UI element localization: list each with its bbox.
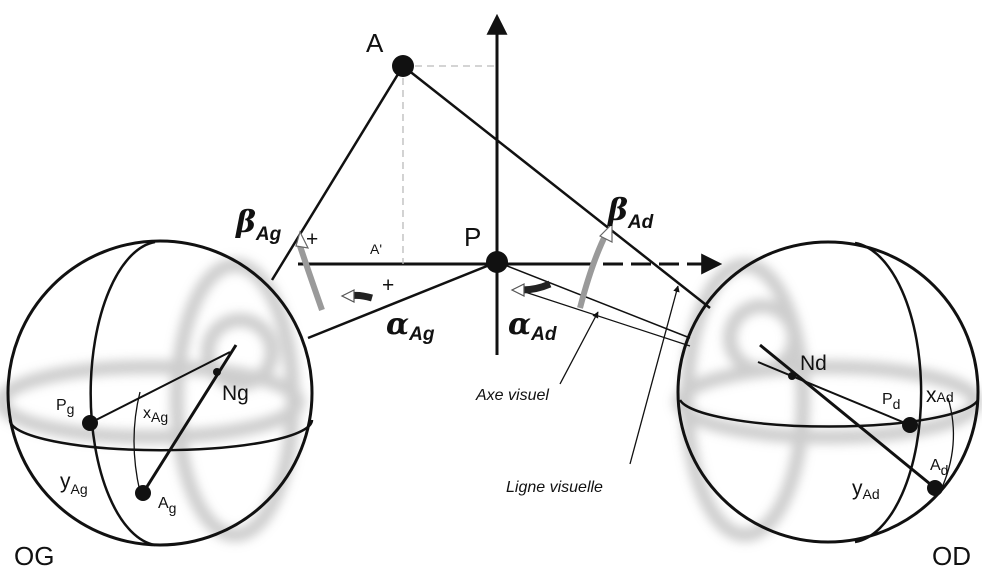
right-eye bbox=[673, 240, 982, 544]
left-eye-meridian bbox=[89, 240, 156, 547]
point-a bbox=[392, 55, 414, 77]
beta-right-arrowhead bbox=[598, 222, 613, 243]
line-p-to-left bbox=[307, 260, 498, 340]
label-a-d: Ad bbox=[930, 457, 948, 478]
label-nd: Nd bbox=[800, 352, 827, 375]
beta-left-label: βAg bbox=[235, 205, 282, 245]
left-eye-equator bbox=[8, 419, 314, 452]
label-a: A bbox=[366, 28, 384, 58]
left-eye-shadow bbox=[0, 258, 305, 542]
label-a-g: Ag bbox=[158, 495, 176, 516]
label-ligne-visuelle: Ligne visuelle bbox=[506, 479, 603, 496]
right-y-arc bbox=[939, 397, 955, 493]
line-p-to-right bbox=[496, 261, 691, 339]
label-pg: Pg bbox=[56, 397, 74, 417]
alpha-right-label: αAd bbox=[508, 307, 557, 345]
left-image-point bbox=[135, 485, 151, 501]
ligne-visuelle-pointer bbox=[629, 285, 680, 465]
left-eye bbox=[0, 239, 314, 547]
left-eye-sphere bbox=[6, 239, 314, 547]
left-pupil-point bbox=[82, 415, 98, 431]
beta-left-arc bbox=[297, 245, 325, 311]
label-ng: Ng bbox=[222, 382, 249, 405]
alpha-right-arc bbox=[521, 280, 552, 294]
right-eye-meridian bbox=[854, 241, 923, 544]
plus-beta-left: + bbox=[306, 228, 318, 251]
right-node-point bbox=[788, 372, 796, 380]
right-image-point bbox=[927, 480, 943, 496]
alpha-left-label: αAg bbox=[386, 307, 435, 345]
left-pupil-line bbox=[89, 351, 231, 424]
right-eye-shadow bbox=[673, 258, 982, 542]
label-od: OD bbox=[932, 541, 971, 571]
line-a-to-left bbox=[270, 65, 405, 281]
axe-visuel-pointer bbox=[559, 311, 599, 385]
right-image-ray bbox=[759, 343, 936, 490]
label-axe-visuel: Axe visuel bbox=[475, 387, 549, 404]
label-a-prime: A' bbox=[370, 241, 382, 257]
right-pupil-line bbox=[757, 361, 911, 426]
left-node-point bbox=[213, 368, 221, 376]
left-y-arc bbox=[133, 391, 141, 493]
beta-left-arrowhead bbox=[295, 230, 310, 249]
label-og: OG bbox=[14, 541, 54, 571]
label-x-ag: xAg bbox=[143, 405, 168, 425]
alpha-right-arrowhead bbox=[510, 283, 525, 297]
right-eye-equator bbox=[678, 399, 980, 428]
label-y-ag: yAg bbox=[60, 470, 88, 497]
label-pd: Pd bbox=[882, 391, 900, 412]
left-image-ray bbox=[141, 344, 238, 494]
point-p bbox=[486, 251, 508, 273]
visual-axis-line bbox=[524, 291, 691, 347]
label-x-ad: xAd bbox=[926, 384, 954, 407]
label-p: P bbox=[464, 222, 481, 252]
label-y-ad: yAd bbox=[852, 477, 880, 502]
plus-alpha-left: + bbox=[382, 274, 394, 297]
right-pupil-point bbox=[902, 417, 918, 433]
right-eye-sphere bbox=[676, 240, 980, 544]
alpha-left-arrowhead bbox=[340, 289, 355, 303]
beta-right-arc bbox=[577, 232, 609, 309]
beta-right-label: βAd bbox=[607, 193, 654, 233]
line-a-to-right bbox=[402, 65, 711, 309]
